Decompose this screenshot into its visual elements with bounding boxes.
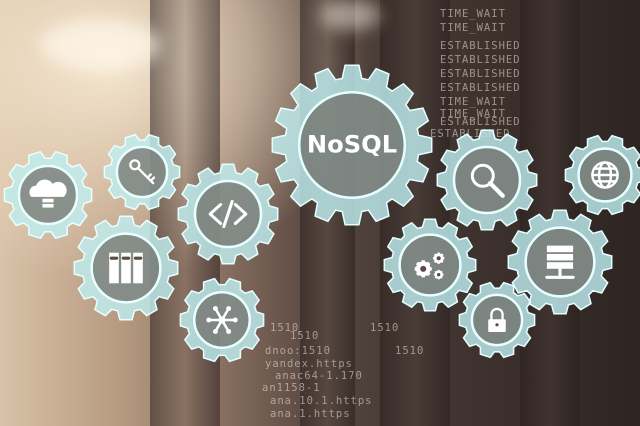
server-network-icon-gear [507, 209, 613, 315]
log-line: yandex.https [265, 358, 353, 370]
magnifier-icon [470, 163, 505, 198]
network-nodes-icon-gear [179, 277, 265, 363]
globe-icon-gear [564, 134, 640, 216]
status-line: TIME_WAIT [440, 8, 506, 20]
network-nodes-icon [206, 306, 238, 334]
globe-icon [591, 161, 619, 189]
padlock-icon [488, 307, 506, 332]
key-icon-gear [103, 133, 181, 211]
magnifier-icon-gear [436, 129, 538, 231]
log-line: ana.1.https [270, 408, 351, 420]
log-line: 1510 [290, 330, 320, 342]
ceiling-light [40, 20, 160, 70]
status-line: ESTABLISHED [440, 54, 521, 66]
cloud-database-icon-gear [3, 150, 93, 240]
nosql-gear: NoSQL [271, 64, 433, 226]
log-line: anac64-1.170 [275, 370, 363, 382]
status-line: TIME_WAIT [440, 108, 506, 120]
status-line: TIME_WAIT [440, 22, 506, 34]
status-line: TIME_WAIT [440, 96, 506, 108]
server-network-icon [545, 245, 575, 279]
log-line: 1510 [395, 345, 425, 357]
server-rack [380, 0, 450, 426]
cloud-database-icon [29, 179, 67, 208]
server-racks-icon [109, 252, 143, 284]
log-line: 1510 [270, 322, 300, 334]
ceiling-light [320, 0, 380, 30]
log-line: an1158-1 [262, 382, 321, 394]
status-line: ESTABLISHED [440, 68, 521, 80]
code-icon-gear [177, 163, 279, 265]
status-line: ESTABLISHED [440, 40, 521, 52]
status-line: ESTABLISHED [440, 82, 521, 94]
log-line: 1510 [370, 322, 400, 334]
gears-icon-gear [383, 218, 477, 312]
log-line: dnoo:1510 [265, 345, 331, 357]
status-line: ESTABLISHED [440, 116, 521, 128]
gears-icon [414, 252, 445, 280]
code-icon [208, 199, 248, 229]
log-line: ana.10.1.https [270, 395, 373, 407]
nosql-gear: NoSQL [307, 130, 397, 158]
key-icon [129, 159, 156, 185]
server-rack [520, 0, 580, 426]
padlock-icon-gear [458, 281, 536, 359]
nosql-label: NoSQL [307, 130, 397, 158]
server-racks-icon-gear [73, 215, 179, 321]
